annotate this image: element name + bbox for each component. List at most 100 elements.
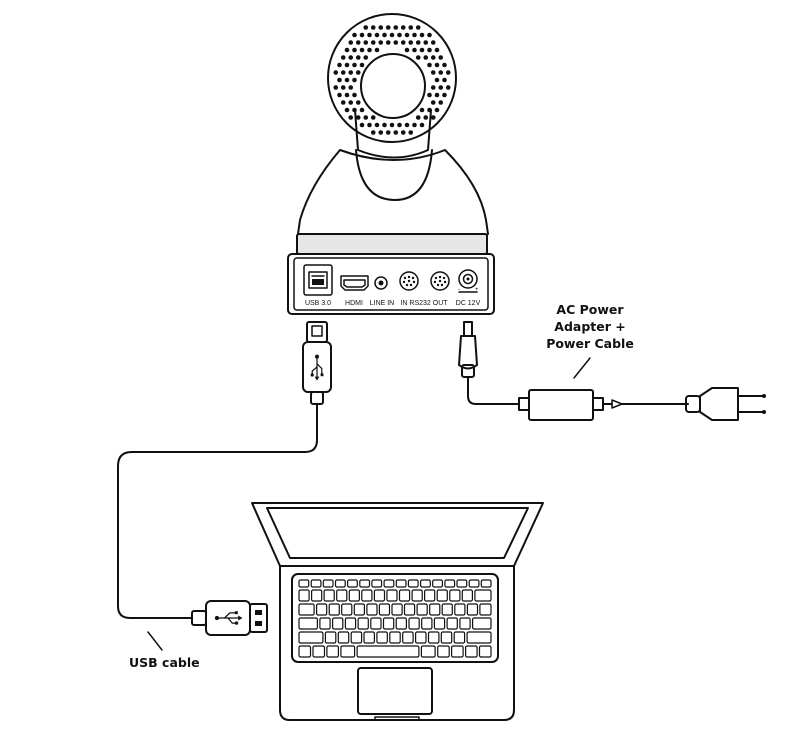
grille-dot — [352, 92, 357, 98]
keyboard-key — [341, 603, 353, 616]
grille-dot — [415, 25, 421, 30]
keyboard-key — [465, 645, 478, 658]
keyboard-key — [444, 579, 456, 588]
grille-dot — [385, 130, 391, 135]
grille-dot — [333, 70, 339, 75]
laptop-screen — [266, 507, 529, 559]
grille-dot — [393, 25, 399, 30]
grille-dot — [408, 130, 414, 135]
keyboard-key — [402, 631, 414, 644]
power-cable — [458, 321, 766, 421]
keyboard-key — [310, 579, 322, 588]
grille-dot — [404, 122, 410, 128]
keyboard-key — [361, 589, 373, 602]
keyboard-key — [466, 631, 492, 644]
grille-dot — [355, 55, 361, 60]
keyboard-key — [298, 603, 315, 616]
keyboard-key — [451, 645, 464, 658]
grille-dot — [408, 25, 414, 30]
grille-dot — [419, 122, 425, 128]
grille-dot — [442, 62, 447, 68]
grille-dot — [445, 85, 451, 90]
keyboard-key — [461, 589, 473, 602]
keyboard-key — [319, 617, 331, 630]
camera-lens — [360, 53, 426, 119]
camera-grille — [333, 25, 451, 135]
keyboard-key — [376, 631, 388, 644]
grille-dot — [378, 25, 384, 30]
keyboard-key — [408, 617, 420, 630]
grille-dot — [370, 130, 376, 135]
keyboard-key — [311, 589, 323, 602]
keyboard-key — [344, 617, 357, 630]
grille-dot — [374, 122, 380, 128]
svg-text:+: + — [475, 287, 479, 293]
rs232-in-port — [399, 271, 419, 291]
camera-base-band — [296, 233, 488, 255]
grille-dot — [408, 40, 414, 45]
grille-dot — [419, 47, 425, 53]
grille-dot — [355, 115, 361, 120]
keyboard-key — [357, 617, 369, 630]
grille-dot — [438, 55, 444, 60]
grille-dot — [427, 62, 432, 68]
keyboard-key — [468, 579, 480, 588]
keyboard-key — [472, 617, 492, 630]
hdmi-port-label: HDMI — [345, 300, 363, 307]
keyboard-key — [322, 579, 334, 588]
grille-dot — [404, 47, 410, 53]
grille-dot — [352, 32, 357, 38]
laptop-trackpad — [357, 667, 433, 715]
grille-dot — [427, 107, 432, 113]
keyboard-key — [395, 579, 407, 588]
grille-dot — [340, 70, 346, 75]
grille-dot — [438, 85, 444, 90]
power-adapter-brick — [528, 389, 594, 421]
keyboard-key — [298, 645, 312, 658]
keyboard-key — [454, 603, 466, 616]
grille-dot — [359, 32, 365, 38]
keyboard-key — [370, 617, 382, 630]
grille-dot — [385, 40, 391, 45]
keyboard-key — [382, 617, 395, 630]
dc-label: DC 12V — [456, 300, 481, 307]
grille-dot — [355, 40, 361, 45]
keyboard-key — [424, 589, 436, 602]
keyboard-key — [298, 589, 310, 602]
keyboard-key — [427, 631, 440, 644]
keyboard-key — [395, 617, 408, 630]
grille-dot — [348, 70, 354, 75]
grille-dot — [382, 32, 387, 38]
ac-power-label-line1: AC Power — [556, 302, 624, 317]
grille-dot — [367, 122, 372, 128]
power-plug-icon — [685, 387, 766, 421]
grille-dot — [400, 40, 406, 45]
grille-dot — [393, 40, 399, 45]
grille-dot — [393, 130, 399, 135]
laptop-base — [279, 565, 515, 721]
usb-port — [303, 264, 333, 296]
grille-dot — [430, 115, 436, 120]
grille-dot — [367, 47, 372, 53]
grille-dot — [415, 115, 421, 120]
grille-dot — [389, 122, 395, 128]
keyboard-key — [480, 579, 492, 588]
keyboard-key — [421, 617, 433, 630]
keyboard-key — [350, 631, 363, 644]
grille-dot — [363, 25, 369, 30]
grille-dot — [344, 62, 350, 68]
grille-dot — [434, 47, 440, 53]
keyboard-key — [363, 631, 375, 644]
svg-text:-: - — [458, 287, 460, 293]
grille-dot — [348, 55, 354, 60]
keyboard-key — [324, 631, 337, 644]
grille-dot — [337, 92, 342, 98]
keyboard-key — [456, 579, 468, 588]
keyboard-key — [334, 579, 346, 588]
grille-dot — [415, 55, 421, 60]
grille-dot — [419, 107, 425, 113]
keyboard-key — [298, 617, 318, 630]
grille-dot — [430, 55, 436, 60]
grille-dot — [370, 40, 376, 45]
grille-dot — [412, 47, 417, 53]
